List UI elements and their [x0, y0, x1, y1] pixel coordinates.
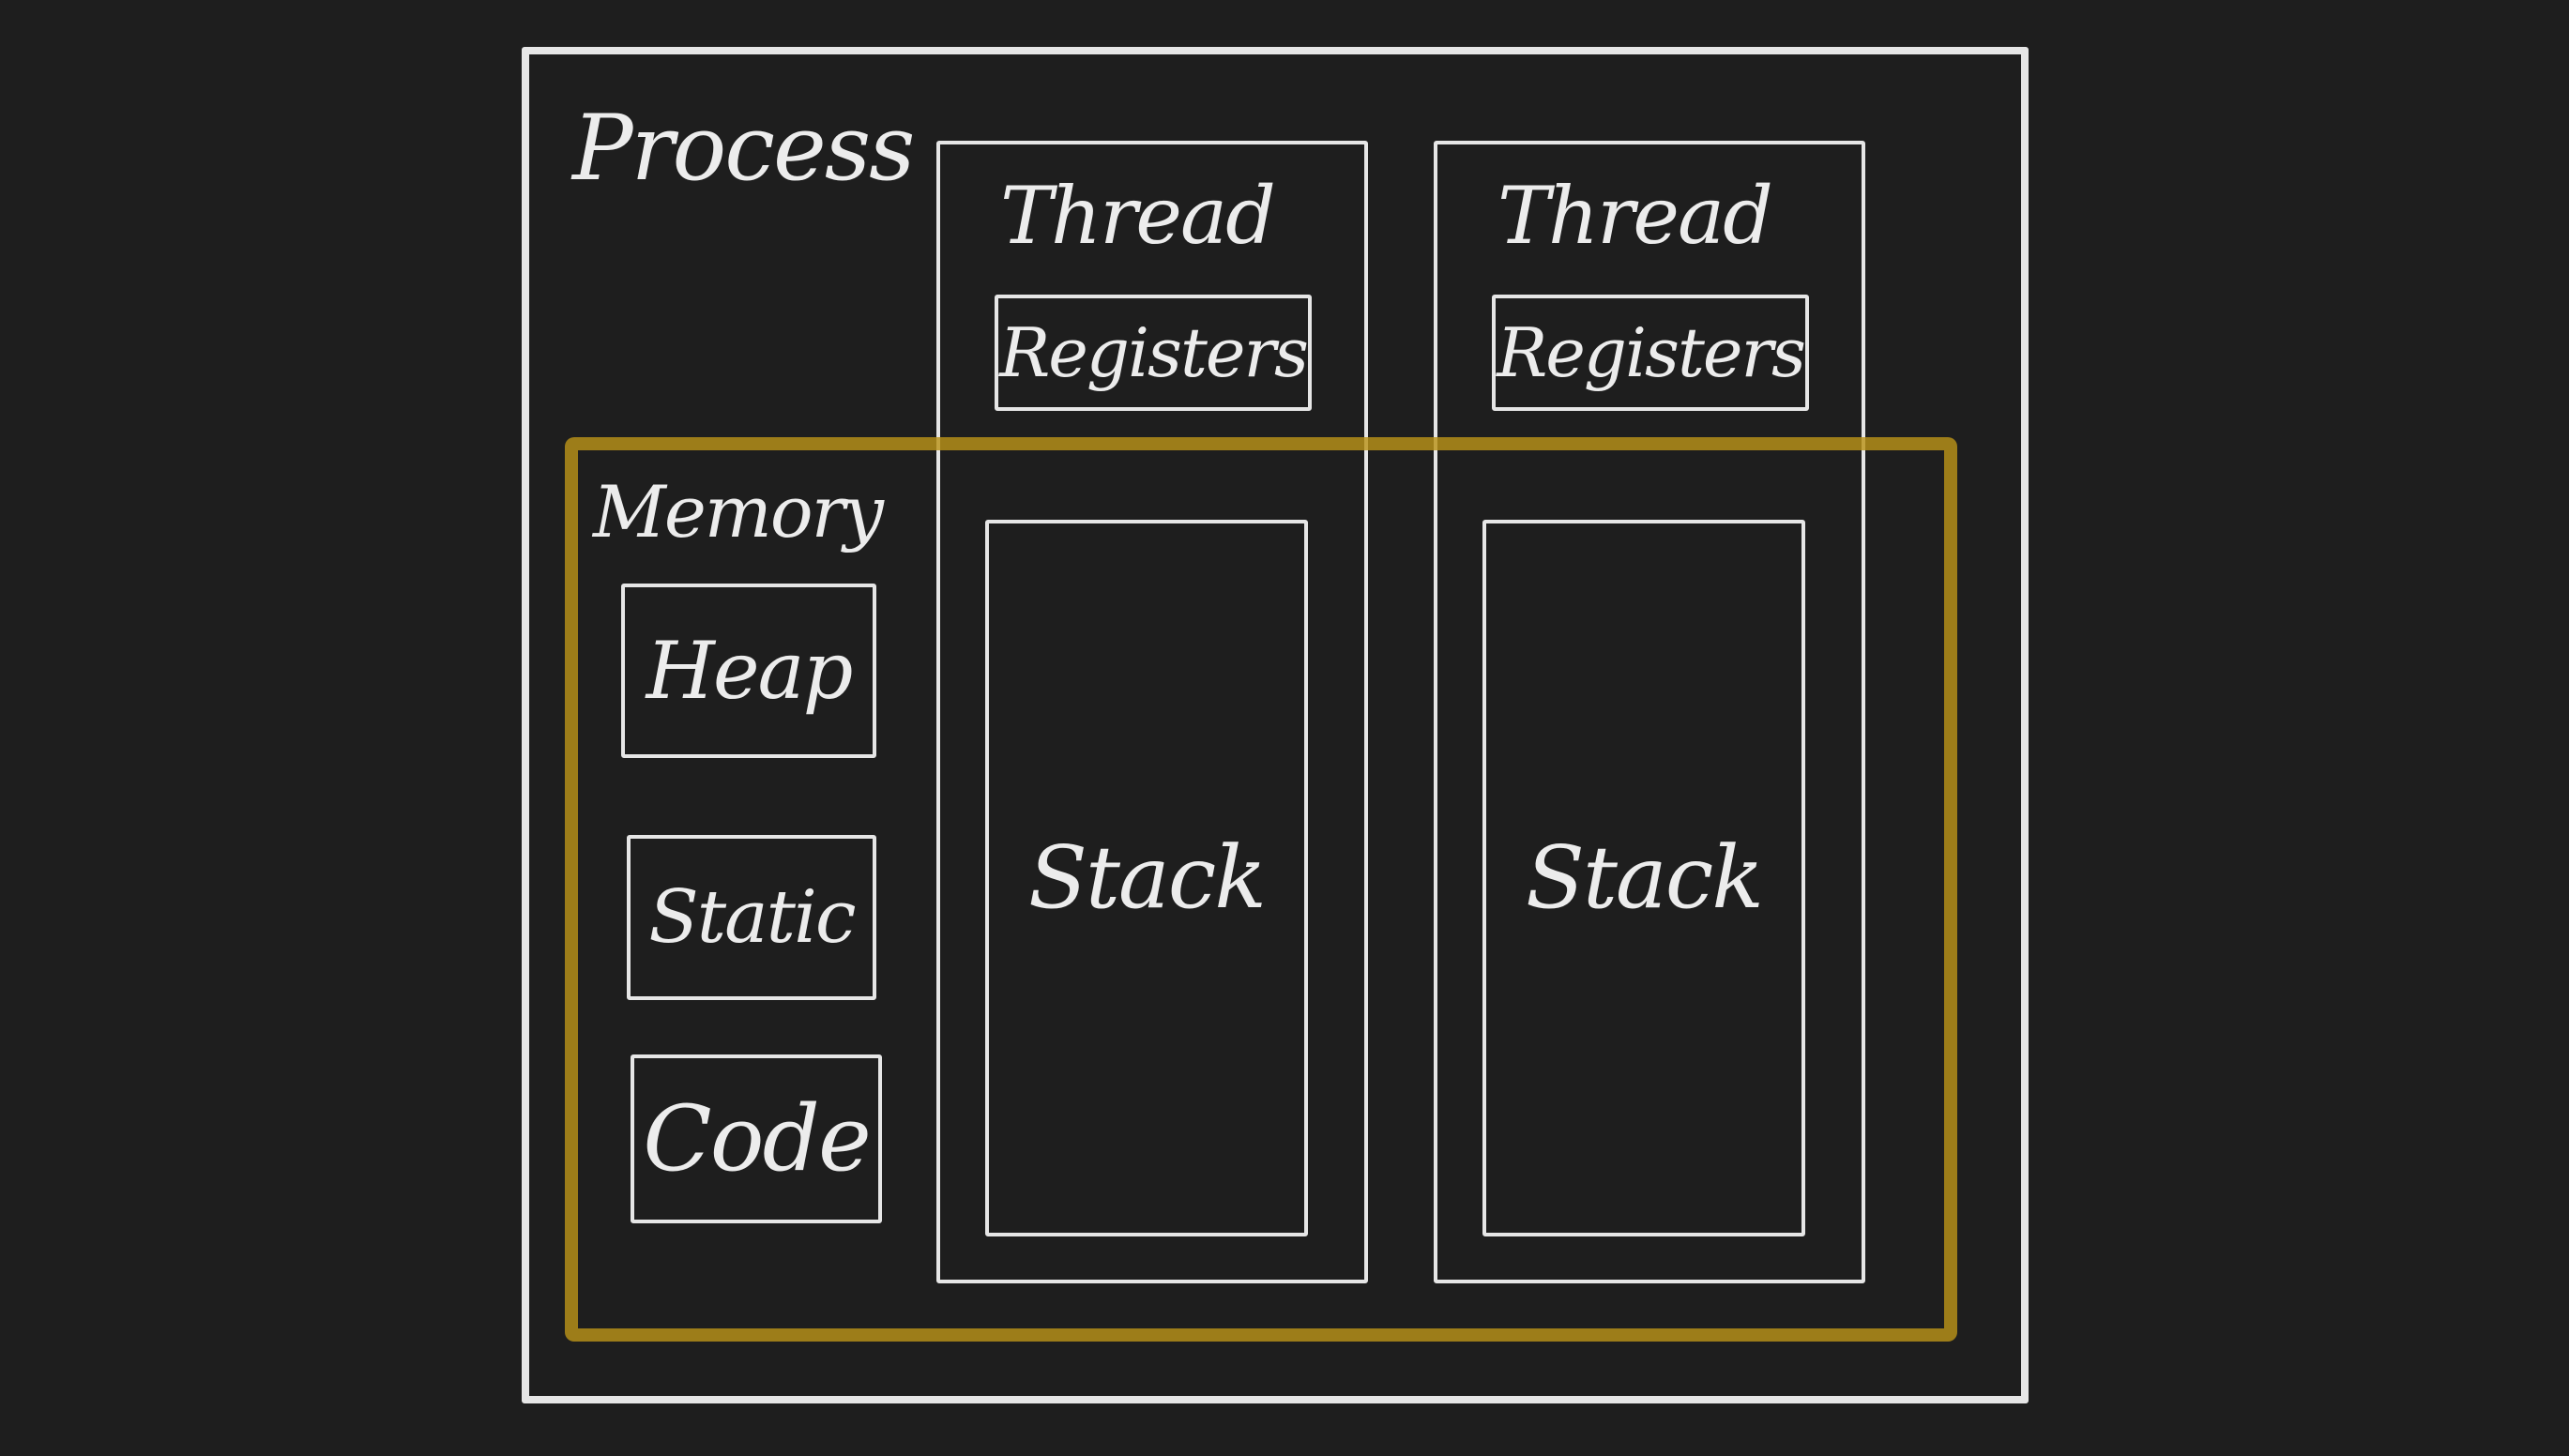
thread-label-2: Thread [1497, 170, 1773, 262]
stack-box-1: Stack [985, 520, 1308, 1236]
memory-label: Memory [593, 470, 884, 554]
process-box [522, 47, 2029, 1403]
heap-box: Heap [621, 584, 876, 758]
stack-box-2: Stack [1482, 520, 1805, 1236]
static-label: Static [648, 875, 856, 960]
static-box: Static [627, 835, 876, 1000]
thread-box-1 [936, 141, 1368, 1283]
registers-label-2: Registers [1497, 313, 1806, 392]
stack-label-1: Stack [1027, 827, 1267, 928]
thread-label-1: Thread [1000, 170, 1276, 262]
thread-box-2 [1434, 141, 1865, 1283]
process-label: Process [572, 96, 915, 201]
memory-region [565, 437, 1957, 1342]
code-box: Code [631, 1054, 882, 1223]
stack-label-2: Stack [1525, 827, 1764, 928]
registers-label-1: Registers [999, 313, 1309, 392]
heap-label: Heap [646, 625, 854, 717]
registers-box-1: Registers [995, 295, 1312, 411]
code-label: Code [643, 1086, 872, 1191]
registers-box-2: Registers [1492, 295, 1809, 411]
